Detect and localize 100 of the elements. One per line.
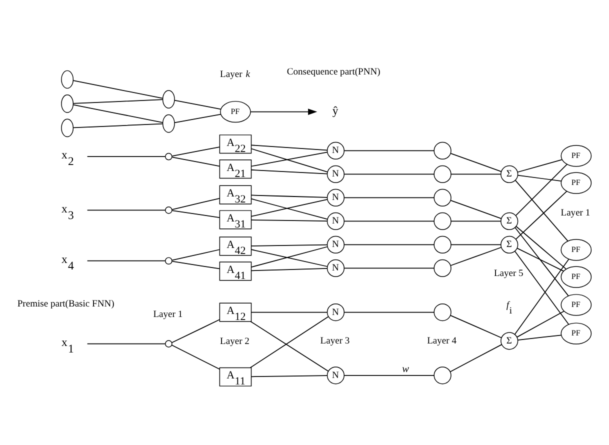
node-ellipse: PF: [560, 239, 592, 261]
node-circle: N: [326, 142, 345, 160]
node-circle: [434, 188, 452, 207]
arrow: [250, 108, 318, 115]
label: Layer 4: [427, 335, 456, 346]
node-circle: [164, 206, 172, 214]
connector: [172, 260, 220, 270]
node-ellipse: [61, 70, 74, 89]
node-circle: Σ: [500, 165, 518, 184]
connector: [86, 210, 166, 211]
connector: [450, 315, 502, 338]
node-circle: [434, 236, 452, 254]
node-circle: [434, 303, 452, 322]
node-ellipse: PF: [560, 266, 592, 288]
connector: [344, 374, 435, 376]
node-circle: [434, 165, 452, 184]
node-circle: [434, 142, 452, 160]
label: Layer 2: [220, 336, 250, 348]
connector: [517, 334, 562, 340]
connector: [250, 244, 328, 246]
connector: [515, 180, 568, 242]
label: Layer 1: [560, 208, 590, 219]
connector: [515, 190, 568, 240]
connector: [86, 260, 166, 262]
connector: [450, 200, 502, 219]
connector: [171, 344, 220, 370]
connector: [250, 152, 328, 167]
connector: [250, 220, 328, 222]
connector: [516, 226, 567, 270]
connector: [171, 319, 220, 344]
connector: [344, 197, 435, 198]
connector: [516, 310, 564, 338]
connector: [514, 227, 569, 296]
connector: [450, 246, 502, 266]
node-circle: [434, 259, 452, 278]
node-circle: N: [326, 212, 345, 230]
label: Premise part(Basic FNN): [17, 298, 114, 310]
connector: [450, 244, 502, 246]
node-text: ŷ: [332, 104, 338, 118]
connector: [172, 249, 220, 261]
node-ellipse: PF: [560, 322, 592, 344]
node-ellipse: [61, 94, 74, 113]
connector: [517, 159, 562, 173]
connector: [174, 100, 222, 110]
connector: [250, 144, 328, 151]
connector: [174, 114, 222, 124]
node-ellipse: [162, 114, 175, 133]
connector: [72, 80, 164, 99]
node-circle: Σ: [500, 332, 518, 350]
connector: [344, 220, 435, 222]
connector: [250, 194, 328, 198]
node-circle: [164, 152, 172, 160]
connector: [514, 250, 570, 325]
connector: [172, 198, 220, 210]
label: Layer 3: [320, 335, 350, 346]
connector: [172, 156, 220, 167]
node-circle: [434, 212, 452, 230]
connector: [172, 210, 220, 218]
connector: [516, 248, 564, 272]
node-circle: Σ: [500, 236, 518, 254]
connector: [344, 244, 435, 246]
label: Layer 1: [153, 308, 183, 320]
node-ellipse: PF: [220, 100, 251, 123]
node-circle: N: [326, 303, 345, 322]
label: Layer k: [220, 68, 250, 80]
label: Consequence part(PNN): [286, 66, 380, 78]
connector: [517, 174, 562, 182]
node-circle: [164, 257, 172, 265]
node-circle: Σ: [500, 212, 518, 230]
node-circle: N: [326, 366, 345, 384]
node-circle: [164, 340, 172, 348]
connector: [450, 152, 502, 172]
node-ellipse: PF: [560, 145, 592, 167]
connector: [344, 150, 435, 152]
connector: [72, 99, 164, 104]
node-circle: [434, 366, 452, 384]
edge-label: w: [402, 364, 410, 375]
connector: [450, 220, 502, 222]
connector: [172, 146, 220, 156]
connector: [250, 268, 328, 272]
connector: [250, 169, 328, 174]
connector: [250, 375, 328, 378]
node-ellipse: PF: [560, 172, 592, 194]
connector: [450, 174, 502, 175]
label: Layer 5: [494, 268, 524, 279]
connector: [72, 104, 164, 123]
node-circle: N: [326, 236, 345, 254]
node-circle: N: [326, 188, 345, 207]
connector: [250, 148, 328, 172]
connector: [450, 344, 502, 372]
node-circle: N: [326, 165, 345, 184]
connector: [344, 312, 435, 313]
connector: [86, 343, 166, 344]
connector: [344, 174, 435, 175]
node-ellipse: [162, 90, 175, 108]
node-ellipse: [61, 118, 74, 138]
connector: [344, 268, 435, 269]
node-circle: N: [326, 259, 345, 278]
connector: [72, 123, 164, 128]
node-ellipse: PF: [560, 294, 592, 316]
